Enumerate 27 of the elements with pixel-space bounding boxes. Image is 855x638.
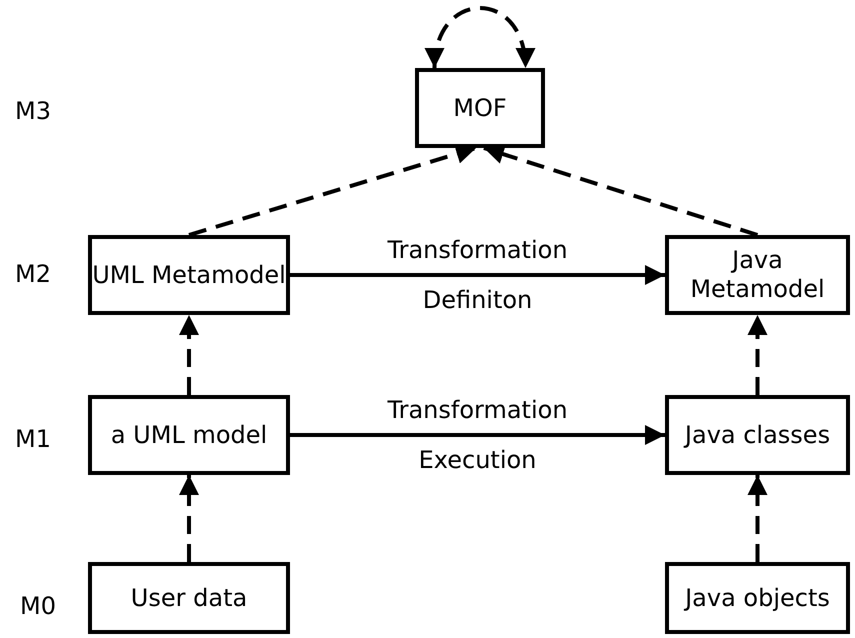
box-label: Java classes (684, 420, 830, 450)
box-label: User data (130, 584, 248, 612)
level-label: M0 (20, 592, 56, 620)
process-box (415, 68, 545, 148)
box-label: a UML model (110, 420, 268, 450)
level-label: M3 (15, 97, 51, 125)
arrow (179, 315, 199, 395)
process-box (665, 395, 850, 475)
arrow (290, 425, 665, 445)
arrow (748, 475, 768, 562)
arrow (179, 475, 199, 562)
box-label: MOF (453, 94, 507, 122)
process-box (665, 235, 850, 315)
process-box (88, 562, 290, 634)
edge-label: Transformation Execution (386, 395, 569, 476)
level-label: M1 (15, 425, 51, 453)
arrow (748, 315, 768, 395)
process-box (665, 562, 850, 634)
box-label: Java objects (685, 584, 830, 612)
box-label: Java Metamodel (689, 246, 826, 304)
process-box (88, 395, 290, 475)
edge-label: Transformation Definiton (386, 235, 569, 316)
process-box (88, 235, 290, 315)
level-label: M2 (15, 260, 51, 288)
arrow (290, 265, 665, 285)
box-label: UML Metamodel (92, 260, 286, 290)
arrow (426, 6, 534, 68)
